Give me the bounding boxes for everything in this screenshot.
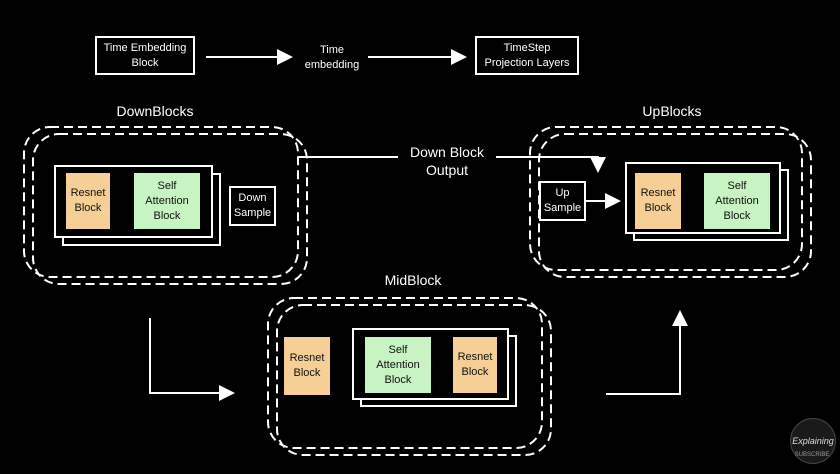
down-block-output-label: Down Block Output bbox=[398, 143, 496, 179]
mid-self-attention-block: Self Attention Block bbox=[365, 337, 431, 393]
time-embedding-label: Time embedding bbox=[304, 44, 360, 71]
downblocks-container bbox=[23, 126, 299, 278]
up-resnet-block: Resnet Block bbox=[635, 173, 681, 229]
up-self-attention-block: Self Attention Block bbox=[704, 173, 770, 229]
up-sample-block: Up Sample bbox=[539, 181, 586, 221]
arrow-mid-to-up bbox=[606, 310, 688, 395]
subscribe-label[interactable]: SUBSCRIBE bbox=[794, 452, 830, 458]
midblock-title: MidBlock bbox=[384, 272, 442, 288]
down-self-attention-block: Self Attention Block bbox=[134, 173, 200, 229]
dashed-containers bbox=[23, 126, 812, 456]
midblock-container-back bbox=[276, 304, 552, 456]
downblocks-container-back bbox=[32, 133, 308, 285]
channel-logo[interactable]: Explaining bbox=[790, 418, 836, 464]
timestep-projection-block: TimeStep Projection Layers bbox=[475, 36, 579, 75]
mid-resnet-block-left: Resnet Block bbox=[284, 337, 330, 395]
upblocks-title: UpBlocks bbox=[642, 103, 702, 119]
time-embedding-block: Time Embedding Block bbox=[95, 36, 195, 75]
downblocks-title: DownBlocks bbox=[116, 103, 194, 119]
arrow-down-to-mid bbox=[149, 318, 235, 401]
midblock-container bbox=[267, 297, 543, 449]
down-sample-block: Down Sample bbox=[229, 186, 276, 226]
mid-resnet-block-right: Resnet Block bbox=[453, 337, 497, 393]
down-resnet-block: Resnet Block bbox=[66, 173, 110, 229]
